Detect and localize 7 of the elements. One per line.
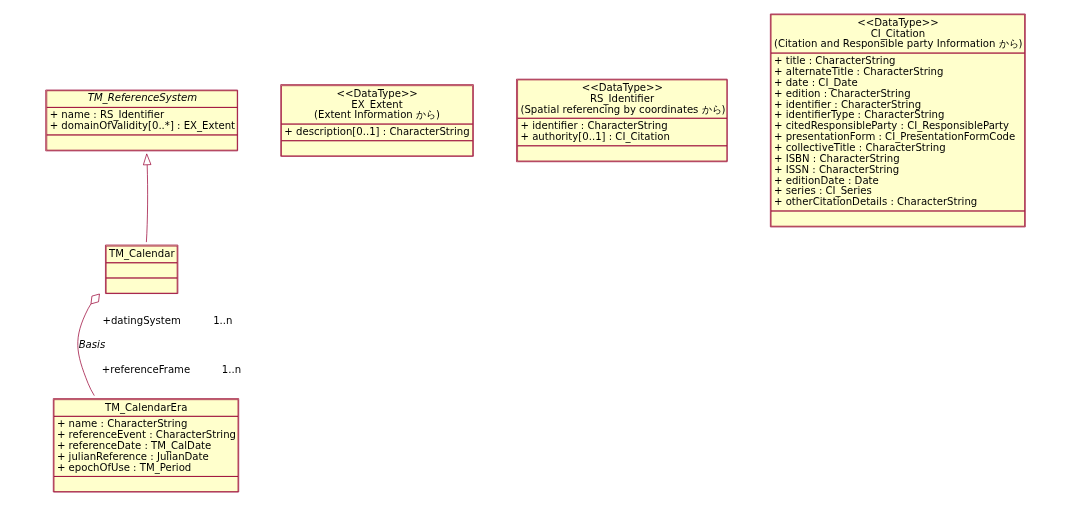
connector <box>76 293 100 396</box>
arrow <box>142 153 151 243</box>
label: +datingSystem <box>101 315 181 327</box>
label: 1..n <box>221 364 241 376</box>
label: +referenceFrame <box>101 364 190 376</box>
edge-label: Basis <box>78 339 105 351</box>
label: 1..n <box>212 315 232 327</box>
